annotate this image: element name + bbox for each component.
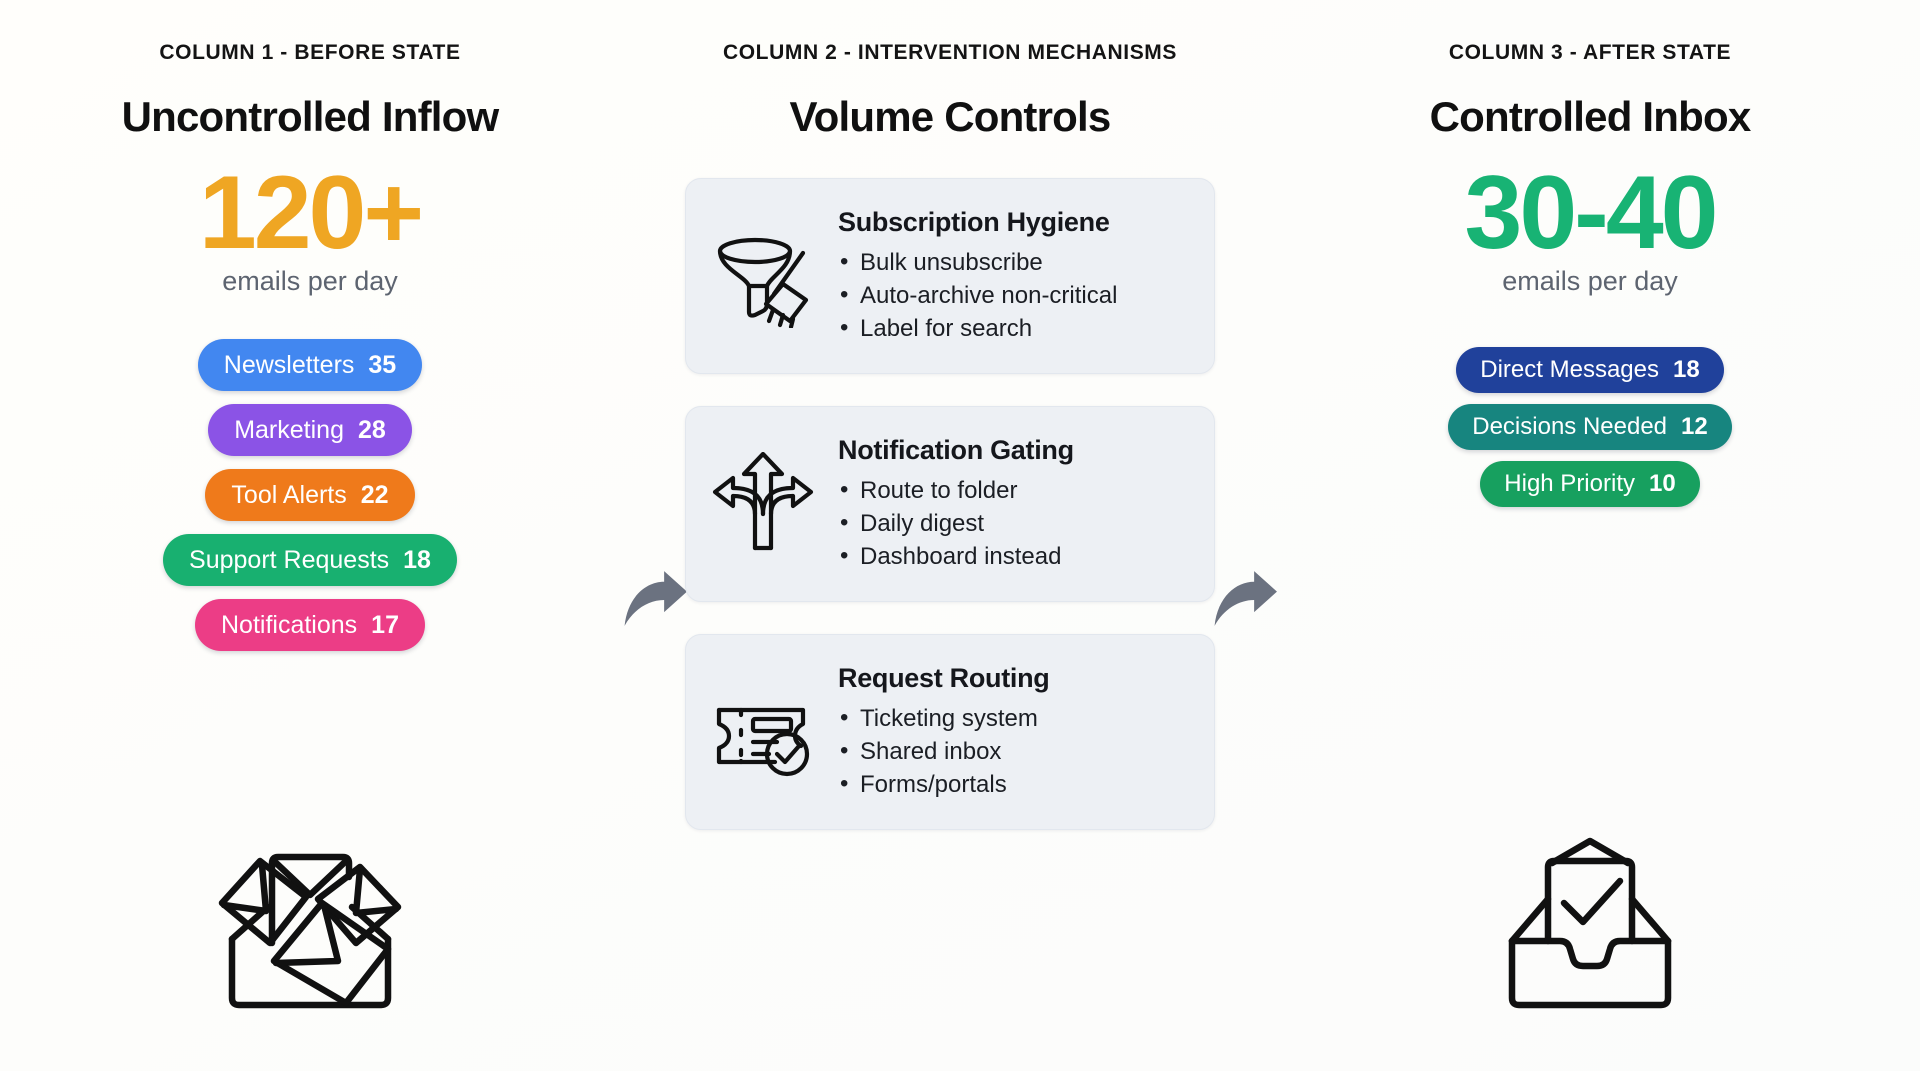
list-item[interactable]: Marketing 28 (208, 404, 412, 457)
pill-count: 35 (368, 350, 397, 379)
after-stat-value: 30-40 (1464, 155, 1719, 271)
pill-count: 28 (357, 415, 386, 444)
card-bullet: Label for search (838, 312, 1188, 346)
pill-count: 10 (1648, 470, 1676, 498)
pill-count: 12 (1681, 413, 1708, 441)
arrow-before-to-controls (620, 42, 690, 1071)
card-bullet-list: Bulk unsubscribe Auto-archive non-critic… (838, 246, 1188, 346)
column-before-state: COLUMN 1 - BEFORE STATE Uncontrolled Inf… (0, 42, 620, 1071)
pill-label: Notifications (221, 610, 358, 639)
three-way-arrow-icon (708, 449, 818, 559)
pill-label: Direct Messages (1480, 356, 1659, 384)
pill-label: Tool Alerts (231, 480, 347, 509)
list-item[interactable]: Newsletters 35 (197, 339, 423, 392)
column-2-title: Volume Controls (789, 93, 1112, 140)
card-bullet: Shared inbox (838, 735, 1188, 769)
column-1-title: Uncontrolled Inflow (121, 93, 500, 140)
pill-count: 22 (360, 480, 389, 509)
mechanism-card-subscription-hygiene[interactable]: Subscription Hygiene Bulk unsubscribe Au… (685, 178, 1215, 374)
after-stat-caption: emails per day (1502, 266, 1678, 297)
before-stat-value: 120+ (198, 155, 424, 271)
pill-count: 18 (403, 545, 431, 574)
list-item[interactable]: Notifications 17 (195, 599, 425, 652)
card-bullet: Forms/portals (838, 768, 1188, 802)
before-pill-list: Newsletters 35 Marketing 28 Tool Alerts … (163, 339, 457, 652)
after-pill-list: Direct Messages 18 Decisions Needed 12 H… (1448, 347, 1732, 508)
card-bullet-list: Route to folder Daily digest Dashboard i… (838, 474, 1188, 574)
pill-count: 17 (371, 610, 399, 639)
pill-label: High Priority (1504, 470, 1635, 498)
card-body: Subscription Hygiene Bulk unsubscribe Au… (838, 206, 1188, 345)
list-item[interactable]: Tool Alerts 22 (205, 469, 415, 522)
column-intervention-mechanisms: COLUMN 2 - INTERVENTION MECHANISMS Volum… (685, 41, 1215, 1071)
pill-label: Marketing (234, 415, 344, 444)
tidy-inbox-check-icon (1485, 823, 1695, 1013)
card-bullet: Auto-archive non-critical (838, 279, 1188, 313)
card-bullet: Ticketing system (838, 702, 1188, 736)
curved-arrow-right-icon (1214, 571, 1277, 626)
pill-count: 18 (1673, 356, 1700, 384)
list-item[interactable]: Direct Messages 18 (1456, 347, 1724, 394)
card-body: Request Routing Ticketing system Shared … (838, 662, 1188, 801)
card-title: Notification Gating (838, 435, 1074, 466)
pill-label: Newsletters (223, 350, 355, 379)
card-bullet: Route to folder (838, 474, 1188, 508)
list-item[interactable]: Decisions Needed 12 (1448, 404, 1732, 451)
funnel-broom-icon (708, 221, 818, 331)
card-bullet: Bulk unsubscribe (838, 246, 1188, 280)
card-bullet: Daily digest (838, 507, 1188, 541)
pill-label: Support Requests (189, 545, 390, 574)
curved-arrow-right-icon (624, 571, 687, 626)
card-title: Subscription Hygiene (838, 207, 1110, 238)
card-bullet: Dashboard instead (838, 540, 1188, 574)
column-3-title: Controlled Inbox (1429, 93, 1752, 140)
pill-label: Decisions Needed (1472, 413, 1668, 441)
card-title: Request Routing (838, 663, 1050, 694)
column-3-eyebrow: COLUMN 3 - AFTER STATE (1448, 41, 1732, 64)
column-1-eyebrow: COLUMN 1 - BEFORE STATE (159, 41, 461, 64)
arrow-controls-to-after (1210, 42, 1280, 1071)
card-body: Notification Gating Route to folder Dail… (838, 434, 1188, 573)
card-bullet-list: Ticketing system Shared inbox Forms/port… (838, 702, 1188, 802)
column-2-eyebrow: COLUMN 2 - INTERVENTION MECHANISMS (722, 41, 1178, 64)
mechanism-card-list: Subscription Hygiene Bulk unsubscribe Au… (685, 178, 1215, 830)
mechanism-card-notification-gating[interactable]: Notification Gating Route to folder Dail… (685, 406, 1215, 602)
column-after-state: COLUMN 3 - AFTER STATE Controlled Inbox … (1280, 42, 1900, 1071)
list-item[interactable]: High Priority 10 (1480, 461, 1700, 508)
before-stat-caption: emails per day (222, 266, 398, 297)
overflowing-inbox-icon (205, 823, 415, 1013)
mechanism-card-request-routing[interactable]: Request Routing Ticketing system Shared … (685, 634, 1215, 830)
list-item[interactable]: Support Requests 18 (163, 534, 457, 587)
ticket-check-icon (708, 677, 818, 787)
